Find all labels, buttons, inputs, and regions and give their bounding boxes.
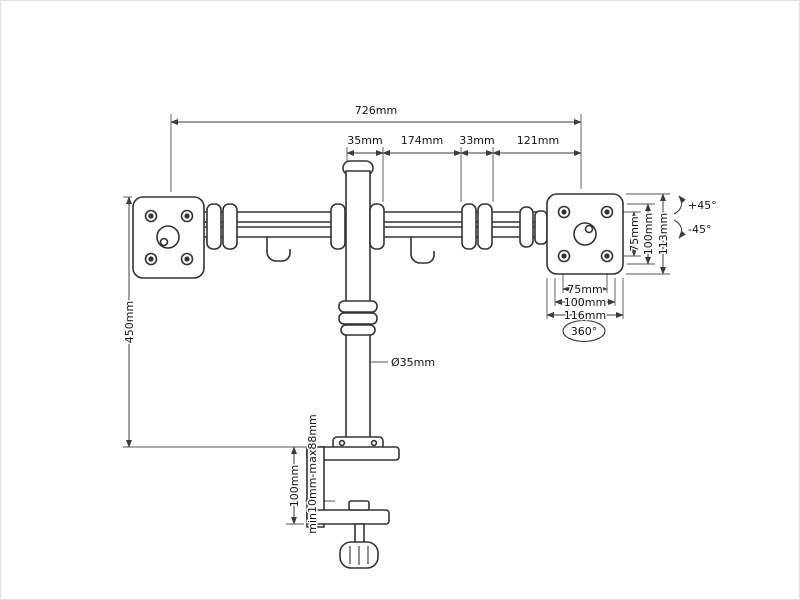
pole-collar: [338, 300, 378, 313]
pole-collar: [338, 312, 378, 325]
dim-vesa-vertical-75: 75mm: [628, 216, 641, 251]
plate-hub: [573, 222, 597, 246]
knob-ridges: [349, 546, 369, 565]
left-vesa-plate: [132, 196, 205, 279]
cable-hook-icon: [266, 237, 291, 262]
clamp-bottom-arm: [306, 509, 390, 525]
dimension-labels: 726mm 35mm 174mm 33mm 121mm 450mm 75mm 1…: [122, 103, 719, 536]
clamp-pad: [348, 500, 370, 511]
pole: [330, 160, 385, 444]
dim-arm-outer-segment: 121mm: [517, 134, 559, 147]
screw-icon: [338, 439, 346, 447]
right-vesa-plate: [546, 193, 624, 275]
dim-clamp-height: 100mm: [288, 465, 301, 507]
dim-plate-height: 113mm: [657, 213, 670, 255]
angle-swivel: 360°: [571, 325, 598, 338]
tilt-down-arrow-icon: [673, 219, 686, 239]
mount-drawing: [132, 160, 624, 569]
dim-plate-width: 116mm: [564, 309, 606, 322]
cable-hook-icon: [410, 237, 435, 264]
tilt-up-arrow-icon: [673, 195, 686, 215]
screw-icon: [370, 439, 378, 447]
plate-knob: [159, 237, 169, 247]
angle-tilt-down: -45°: [688, 223, 711, 236]
dim-vesa-horizontal-100: 100mm: [564, 296, 606, 309]
desk-clamp: [306, 436, 400, 569]
pole-collar: [340, 324, 376, 336]
dim-overall-width: 726mm: [355, 104, 397, 117]
clamp-screw-rod: [354, 523, 365, 545]
dim-arm-inner-segment: 174mm: [401, 134, 443, 147]
clamp-column: [306, 446, 325, 528]
rotation-badge: [562, 319, 606, 343]
angle-tilt-up: +45°: [688, 199, 717, 212]
plate-knob: [584, 224, 594, 234]
dim-vesa-horizontal-75: 75mm: [567, 283, 602, 296]
dim-vesa-vertical-100: 100mm: [642, 213, 655, 255]
plate-hub: [156, 225, 180, 249]
dim-pole-diameter: Ø35mm: [391, 356, 435, 369]
dim-pole-width: 35mm: [347, 134, 382, 147]
measure-lines: [125, 118, 686, 525]
dim-clamp-range: min10mm-max88mm: [306, 414, 319, 534]
dim-pole-height: 450mm: [123, 301, 136, 343]
dim-joint-width: 33mm: [459, 134, 494, 147]
